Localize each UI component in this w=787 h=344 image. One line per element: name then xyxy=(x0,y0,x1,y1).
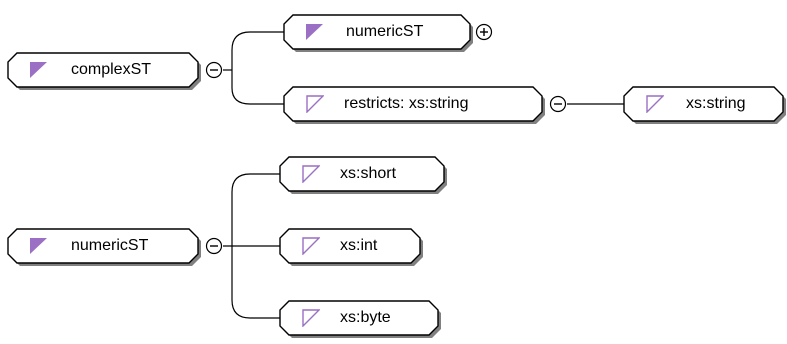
complex-type-icon xyxy=(30,237,48,255)
node-numericST-root[interactable]: numericST xyxy=(7,228,201,266)
collapse-toggle-icon[interactable] xyxy=(205,61,223,79)
collapse-toggle-icon[interactable] xyxy=(205,237,223,255)
node-xs-string[interactable]: xs:string xyxy=(623,86,786,124)
simple-type-icon xyxy=(302,309,321,328)
node-restricts-xs-string[interactable]: restricts: xs:string xyxy=(283,86,545,124)
expand-toggle-icon[interactable] xyxy=(475,23,493,41)
complex-type-icon xyxy=(30,61,48,79)
node-label: xs:byte xyxy=(340,309,391,326)
simple-type-icon xyxy=(646,95,665,114)
node-xs-byte[interactable]: xs:byte xyxy=(279,300,441,338)
node-label: numericST xyxy=(71,237,149,254)
node-label: numericST xyxy=(346,23,424,40)
node-xs-short[interactable]: xs:short xyxy=(279,156,447,194)
simple-type-icon xyxy=(302,237,321,256)
connector-branch xyxy=(231,31,284,105)
collapse-toggle-icon[interactable] xyxy=(549,95,567,113)
simple-type-icon xyxy=(306,95,325,114)
simple-type-icon xyxy=(302,165,321,184)
node-label: xs:short xyxy=(340,165,397,182)
node-complexST-root[interactable]: complexST xyxy=(7,52,201,90)
node-label: complexST xyxy=(71,61,152,78)
node-label: xs:int xyxy=(340,237,378,254)
node-numericST-child[interactable]: numericST xyxy=(283,14,473,52)
connector-branch xyxy=(231,173,280,319)
node-label: restricts: xs:string xyxy=(344,95,469,112)
node-label: xs:string xyxy=(686,95,746,112)
complex-type-icon xyxy=(306,23,324,41)
node-xs-int[interactable]: xs:int xyxy=(279,228,423,266)
